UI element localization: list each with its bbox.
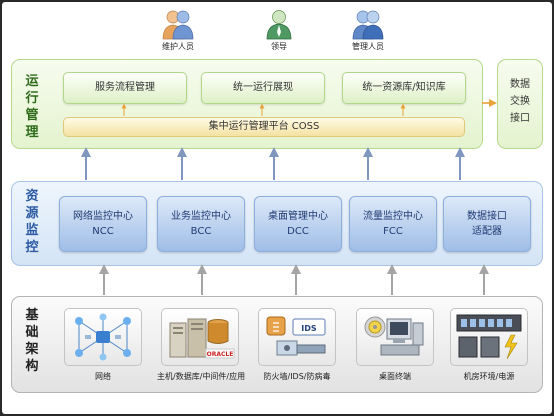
infra-label: 主机/数据库/中间件/应用 [157,372,246,381]
center-name: 业务监控中心 [171,211,231,222]
center-name: 流量监控中心 [363,211,423,222]
person-manager: 管理人员 [338,8,398,52]
monitoring-to-operations-arrows [81,147,465,180]
infra-label: 防火墙/IDS/防病毒 [263,372,331,381]
infra-datacenter: 机房环境/电源 [446,308,532,382]
infrastructure-to-monitoring-arrows [99,264,489,295]
coss-platform-bar: 集中运行管理平台 COSS [63,117,465,137]
infra-label: 桌面终端 [379,372,411,381]
infrastructure-title: 基础架构 [25,308,39,374]
data-exchange-interface: 数据交换接口 [497,59,543,149]
desktop-terminal-icon [364,316,424,356]
network-monitoring-center: 网络监控中心 NCC [59,196,147,252]
center-abbr: NCC [92,226,114,237]
desktop-management-center: 桌面管理中心 DCC [254,196,342,252]
operations-layer-title: 运行管理 [25,74,39,140]
infra-label: 网络 [95,372,111,381]
service-process-module: 服务流程管理 [63,72,187,104]
center-name: 桌面管理中心 [268,211,328,222]
infra-label: 机房环境/电源 [463,372,515,381]
infra-firewall: IDS 防火墙/IDS/防病毒 [254,308,340,382]
center-abbr: BCC [190,226,212,237]
manager-icon [352,10,384,40]
firewall-ids-icon: IDS [266,316,326,356]
leader-icon [266,10,292,40]
person-label: 维护人员 [162,42,194,51]
coss-to-modules-arrows [121,103,406,116]
traffic-monitoring-center: 流量监控中心 FCC [349,196,437,252]
infra-desktop: 桌面终端 [352,308,438,382]
datacenter-power-icon [456,314,522,360]
person-leader: 领导 [249,8,309,52]
unified-display-module: 统一运行展现 [201,72,325,104]
center-name: 数据接口 [467,211,507,222]
person-label: 领导 [271,42,287,51]
infra-servers: ORACLE 主机/数据库/中间件/应用 [157,308,246,382]
servers-database-icon: ORACLE [169,318,235,359]
oracle-logo-text: ORACLE [207,351,234,358]
resource-monitoring-title: 资源监控 [25,189,39,255]
person-maintenance: 维护人员 [148,8,208,52]
person-label: 管理人员 [352,42,384,51]
business-monitoring-center: 业务监控中心 BCC [157,196,245,252]
center-name: 网络监控中心 [73,211,133,222]
infra-network: 网络 [60,308,146,382]
center-abbr: DCC [287,226,309,237]
maintenance-staff-icon [162,10,194,40]
network-topology-icon [75,313,131,361]
center-abbr: 适配器 [472,226,502,237]
data-interface-adapter: 数据接口 适配器 [443,196,531,252]
center-abbr: FCC [383,226,403,237]
data-exchange-label: 数据交换接口 [510,79,530,124]
ids-logo-text: IDS [301,324,317,333]
